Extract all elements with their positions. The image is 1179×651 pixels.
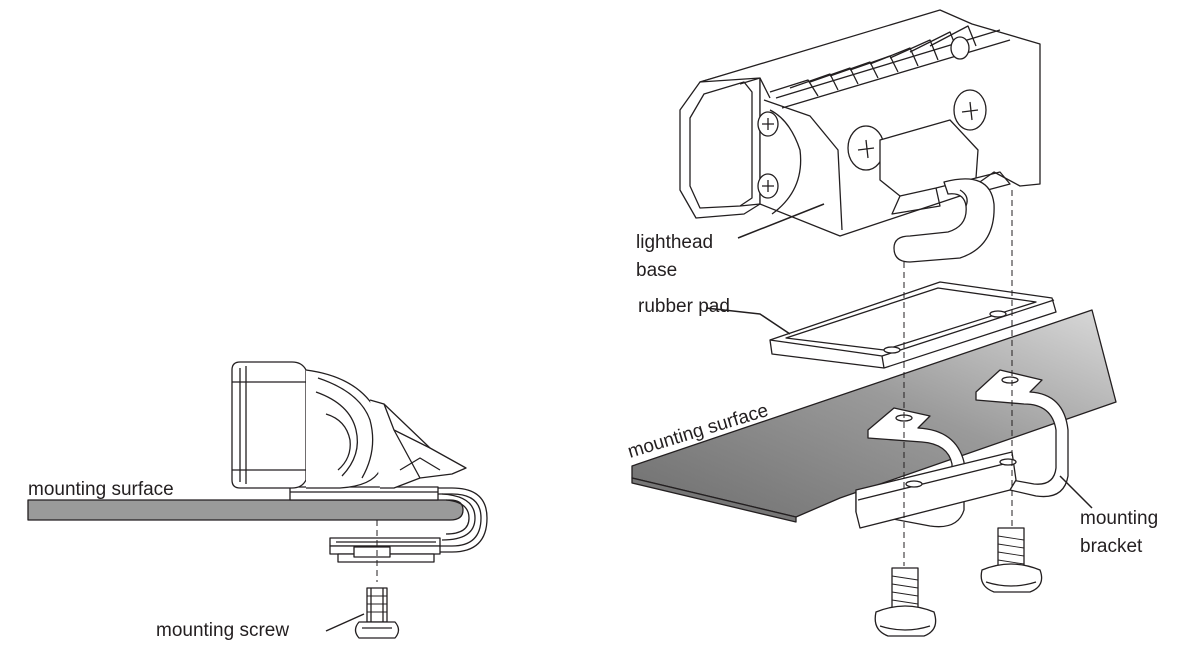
side-view [27,361,488,639]
iso-lighthead-screws [757,36,987,199]
mounting-bracket-label-line1: mounting [1080,508,1158,529]
iso-mounting-screw-right [980,527,1043,593]
side-mounting-surface-label: mounting surface [28,479,174,500]
mounting-bracket-label-line2: bracket [1080,536,1143,557]
iso-mounting-screw-left [874,567,937,637]
iso-alignment-lines [903,190,1013,566]
side-light-base [289,486,439,501]
iso-mounting-bracket [855,369,1069,529]
side-light-housing [231,361,467,489]
iso-view [631,9,1117,637]
lighthead-base-label-line2: base [636,260,677,281]
side-mounting-screw [354,587,400,639]
lighthead-leader [737,203,825,239]
side-mounting-surface-panel [27,499,464,521]
side-clamp-plates [329,537,441,563]
bracket-leader [1059,475,1093,509]
iso-lighthead-base [679,9,1041,263]
rubber-pad-label: rubber pad [638,296,730,317]
iso-rubber-pad [769,281,1057,369]
side-mounting-screw-label: mounting screw [156,620,289,641]
lighthead-base-label-line1: lighthead [636,232,713,253]
side-screw-leader [325,613,365,632]
rubber-pad-leader [705,307,791,335]
